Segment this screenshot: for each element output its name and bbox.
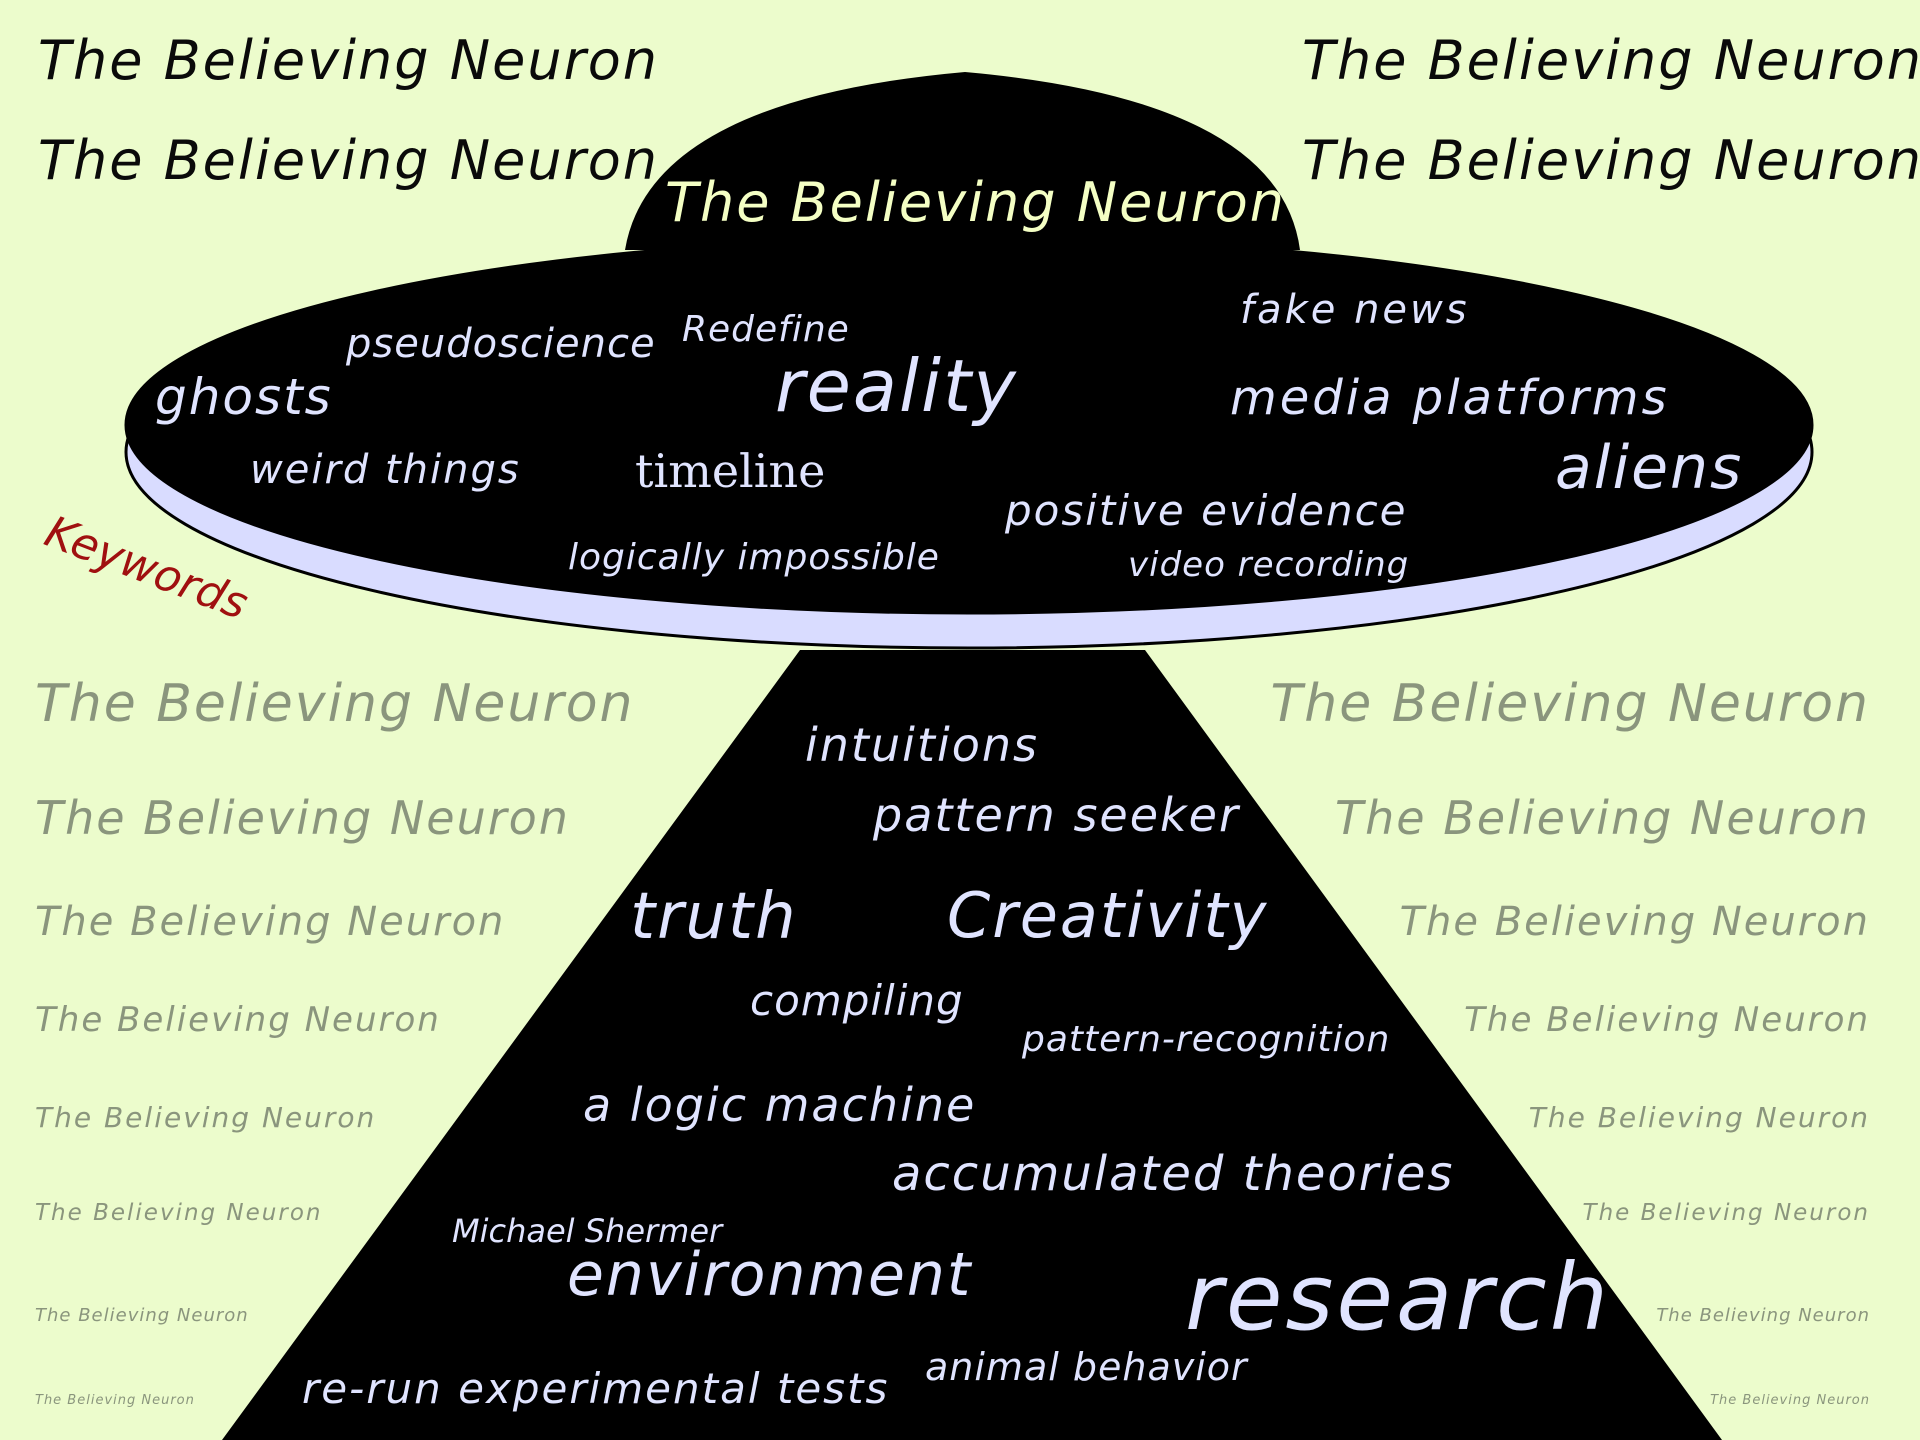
word-redefine: Redefine <box>682 309 850 350</box>
word-logically-impossible: logically impossible <box>568 537 940 578</box>
word-aliens: aliens <box>1555 433 1744 503</box>
word-timeline: timeline <box>635 444 826 498</box>
word-pattern-recognition: pattern-recognition <box>1022 1019 1391 1060</box>
faded-title-left: The Believing Neuron <box>35 674 635 734</box>
word-creativity: Creativity <box>947 879 1269 952</box>
word-positive-evidence: positive evidence <box>1005 486 1408 535</box>
word-weird-things: weird things <box>250 447 521 493</box>
faded-title-right: The Believing Neuron <box>1582 1200 1870 1226</box>
title-top-left-1: The Believing Neuron <box>38 29 660 92</box>
faded-title-left: The Believing Neuron <box>35 1000 441 1040</box>
title-top-right-2: The Believing Neuron <box>1302 129 1920 192</box>
faded-title-right: The Believing Neuron <box>1656 1305 1870 1326</box>
word-compiling: compiling <box>750 976 964 1025</box>
faded-title-left: The Believing Neuron <box>35 899 506 945</box>
faded-title-left: The Believing Neuron <box>35 1393 195 1408</box>
word-pattern-seeker: pattern seeker <box>873 788 1240 842</box>
faded-title-right: The Believing Neuron <box>1270 674 1870 734</box>
word-ghosts: ghosts <box>155 368 333 426</box>
light-beam <box>222 650 1722 1440</box>
word-reality: reality <box>775 344 1018 428</box>
faded-title-right: The Believing Neuron <box>1710 1393 1870 1408</box>
word-truth: truth <box>630 880 798 954</box>
word-video-recording: video recording <box>1128 545 1410 585</box>
word-animal-behavior: animal behavior <box>925 1345 1248 1389</box>
word-media-platforms: media platforms <box>1230 370 1670 426</box>
word-intuitions: intuitions <box>805 718 1039 772</box>
faded-title-right: The Believing Neuron <box>1335 791 1870 845</box>
faded-title-left: The Believing Neuron <box>35 791 570 845</box>
word-logic-machine: a logic machine <box>583 1078 977 1132</box>
faded-title-right: The Believing Neuron <box>1464 1000 1870 1040</box>
faded-title-left: The Believing Neuron <box>35 1101 377 1134</box>
title-top-right-1: The Believing Neuron <box>1302 29 1920 92</box>
word-rerun-tests: re-run experimental tests <box>302 1364 890 1413</box>
faded-title-left: The Believing Neuron <box>35 1305 249 1326</box>
word-pseudoscience: pseudoscience <box>346 321 656 367</box>
word-environment: environment <box>567 1240 973 1310</box>
title-top-left-2: The Believing Neuron <box>38 129 660 192</box>
saucer-title: The Believing Neuron <box>665 171 1287 234</box>
word-fake-news: fake news <box>1240 287 1470 333</box>
saucer-dome <box>625 72 1300 250</box>
word-accumulated-theories: accumulated theories <box>892 1146 1455 1202</box>
faded-title-right: The Believing Neuron <box>1399 899 1870 945</box>
word-michael-shermer: Michael Shermer <box>452 1212 723 1250</box>
faded-title-right: The Believing Neuron <box>1528 1101 1870 1134</box>
word-research: research <box>1185 1244 1612 1351</box>
faded-title-left: The Believing Neuron <box>35 1200 323 1226</box>
